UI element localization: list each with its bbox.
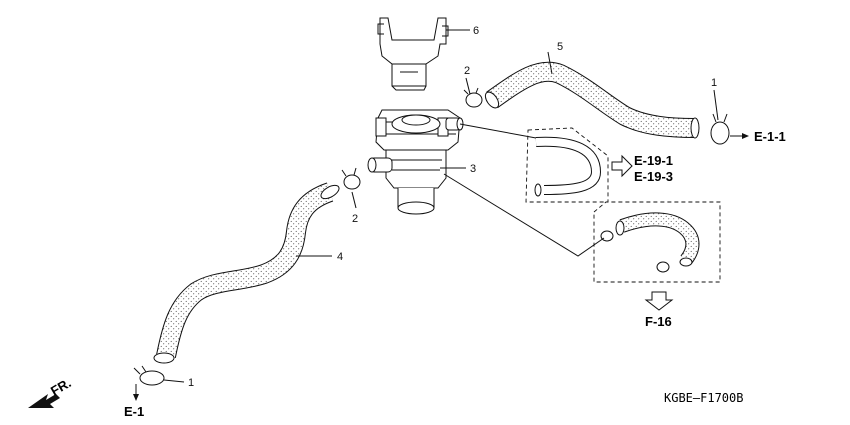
bracket-part-6: [377, 17, 449, 91]
reference-arrows: [133, 133, 749, 401]
callout-3: 3: [470, 163, 476, 175]
reference-box-e19: [459, 123, 609, 203]
callout-5: 5: [557, 41, 563, 53]
valve-part-3: [367, 109, 464, 215]
callout-2-lower: 2: [352, 213, 358, 225]
hose-part-4: [153, 182, 340, 364]
reference-f-16: F-16: [645, 314, 672, 329]
callout-2-upper: 2: [464, 65, 470, 77]
reference-e-19-3: E-19-3: [634, 169, 673, 184]
leader-lines: [163, 29, 719, 383]
clamp-part-2-upper: [463, 87, 483, 108]
reference-e-1-1: E-1-1: [754, 129, 786, 144]
callout-4: 4: [337, 251, 343, 263]
clamp-part-1-top: [710, 113, 730, 145]
callout-1-top: 1: [711, 77, 717, 89]
diagram-code: KGBE—F1700B: [664, 391, 743, 405]
callout-1-bottom: 1: [188, 377, 194, 389]
hose-part-5: [484, 61, 700, 139]
front-direction-arrow: FR.: [28, 375, 74, 408]
front-direction-label: FR.: [48, 375, 74, 398]
reference-e-1: E-1: [124, 404, 144, 419]
callout-6: 6: [473, 25, 479, 37]
clamp-part-2-lower: [341, 167, 361, 190]
clamp-part-1-bottom: [133, 365, 165, 386]
reference-e-19-1: E-19-1: [634, 153, 673, 168]
reference-box-f16: [443, 173, 721, 283]
